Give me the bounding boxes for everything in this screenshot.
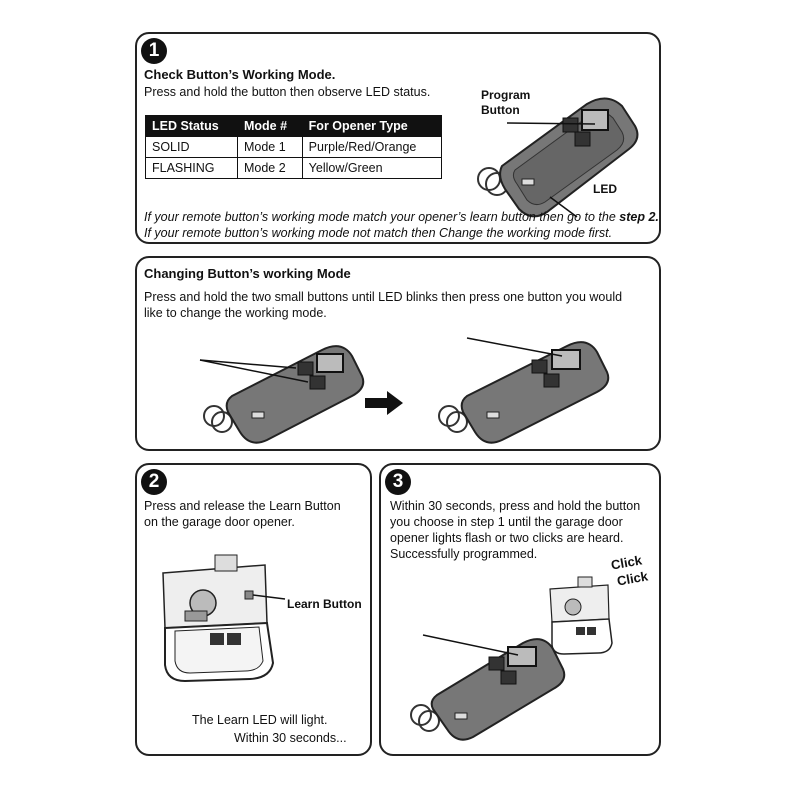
- remote-illustration: [477, 97, 639, 218]
- step3-line-3: opener lights flash or two clicks are he…: [390, 531, 624, 545]
- step3-panel: 3 Within 30 seconds, press and hold the …: [379, 463, 661, 756]
- garage-opener-illustration: [162, 554, 286, 683]
- step1-panel: 1 Check Button’s Working Mode. Press and…: [135, 32, 661, 244]
- table-cell: Yellow/Green: [301, 157, 443, 179]
- note-text: If your remote button’s working mode mat…: [144, 210, 620, 224]
- changing-mode-panel: Changing Button’s working Mode Press and…: [135, 256, 661, 451]
- table-cell: SOLID: [145, 136, 238, 158]
- step1-note-2: If your remote button’s working mode not…: [144, 226, 613, 240]
- table-row: SOLID Mode 1 Purple/Red/Orange: [145, 136, 443, 158]
- step2-line-1: Press and release the Learn Button: [144, 499, 341, 513]
- table-header: For Opener Type: [301, 115, 443, 137]
- table-row: FLASHING Mode 2 Yellow/Green: [145, 157, 443, 179]
- step2-badge: 2: [141, 469, 167, 495]
- changing-title: Changing Button’s working Mode: [144, 266, 351, 281]
- table-header-row: LED Status Mode # For Opener Type: [145, 115, 443, 137]
- remote-illustration-press: [410, 634, 566, 741]
- step1-title: Check Button’s Working Mode.: [144, 67, 336, 82]
- step2-caption-2: Within 30 seconds...: [234, 731, 347, 745]
- step1-badge: 1: [141, 38, 167, 64]
- led-status-table: LED Status Mode # For Opener Type SOLID …: [145, 115, 443, 179]
- step2-panel: 2 Press and release the Learn Button on …: [135, 463, 372, 756]
- table-cell: Purple/Red/Orange: [301, 136, 443, 158]
- learn-button-label: Learn Button: [287, 597, 362, 611]
- garage-opener-small-illustration: [549, 576, 613, 655]
- table-cell: Mode 1: [236, 136, 303, 158]
- step1-note-1: If your remote button’s working mode mat…: [144, 209, 659, 225]
- step1-instruction: Press and hold the button then observe L…: [144, 85, 431, 99]
- note-step-ref: step 2.: [619, 210, 659, 224]
- program-label: Program: [481, 88, 531, 102]
- table-header: Mode #: [236, 115, 303, 137]
- step3-line-2: you choose in step 1 until the garage do…: [390, 515, 623, 529]
- step2-caption-1: The Learn LED will light.: [192, 713, 328, 727]
- remote-illustration-right: [438, 337, 610, 444]
- table-cell: Mode 2: [236, 157, 303, 179]
- table-cell: FLASHING: [145, 157, 238, 179]
- step3-badge: 3: [385, 469, 411, 495]
- right-arrow-icon: [365, 391, 403, 415]
- remote-illustration-left: [199, 345, 365, 444]
- changing-line-1: Press and hold the two small buttons unt…: [144, 290, 623, 304]
- step2-line-2: on the garage door opener.: [144, 515, 295, 529]
- button-label: Button: [481, 103, 520, 117]
- step3-line-1: Within 30 seconds, press and hold the bu…: [390, 499, 641, 513]
- changing-line-2: like to change the working mode.: [144, 306, 327, 320]
- led-label: LED: [593, 182, 617, 196]
- table-header: LED Status: [145, 115, 238, 137]
- step3-line-4: Successfully programmed.: [390, 547, 538, 561]
